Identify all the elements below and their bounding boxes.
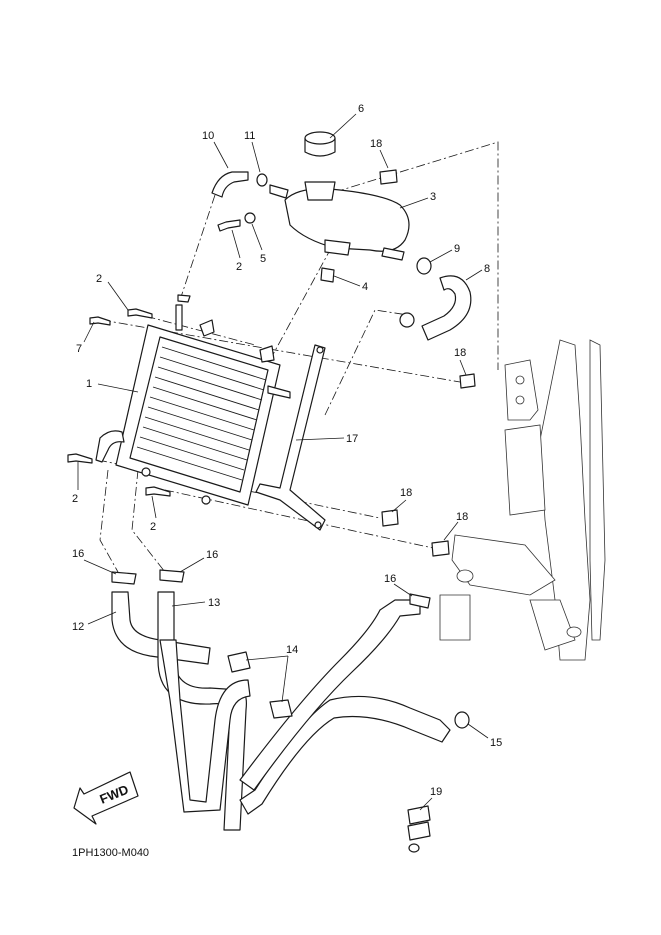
callout-8: 8 <box>484 263 490 275</box>
clamps <box>111 569 470 853</box>
hose-8 <box>421 275 472 341</box>
callout-18-mid: 18 <box>454 347 466 359</box>
callout-19: 19 <box>430 786 442 798</box>
diagram-code: 1PH1300-M040 <box>72 847 149 859</box>
callout-6: 6 <box>358 103 364 115</box>
leader-lines <box>77 113 489 811</box>
callout-17: 17 <box>346 433 358 445</box>
callout-14: 14 <box>286 644 298 656</box>
callout-5: 5 <box>260 253 266 265</box>
callout-2-lower: 2 <box>150 521 156 533</box>
callout-16-right: 16 <box>384 573 396 585</box>
frame-section <box>439 339 606 661</box>
callout-10: 10 <box>202 130 214 142</box>
callout-9: 9 <box>454 243 460 255</box>
callout-3: 3 <box>430 191 436 203</box>
reservoir-tank <box>269 181 410 261</box>
callout-18-lower: 18 <box>400 487 412 499</box>
bracket <box>255 344 326 531</box>
callout-7: 7 <box>76 343 82 355</box>
fwd-arrow: FWD <box>73 771 139 825</box>
callout-13: 13 <box>208 597 220 609</box>
callout-12: 12 <box>72 621 84 633</box>
small-parts <box>67 169 476 557</box>
callout-2-left: 2 <box>96 273 102 285</box>
callout-1: 1 <box>86 378 92 390</box>
callout-16-left: 16 <box>72 548 84 560</box>
hose-long <box>159 599 451 815</box>
reservoir-cap <box>304 131 336 157</box>
callout-15: 15 <box>490 737 502 749</box>
callout-18-bottom: 18 <box>456 511 468 523</box>
callout-2-lower-left: 2 <box>72 493 78 505</box>
callout-18-top: 18 <box>370 138 382 150</box>
callout-2-upper: 2 <box>236 261 242 273</box>
callout-11: 11 <box>244 130 255 142</box>
radiator <box>95 304 291 506</box>
callouts: 6 10 11 18 3 2 5 9 8 4 2 7 1 18 17 2 18 … <box>72 103 502 798</box>
hose-12 <box>111 591 211 665</box>
callout-16-mid: 16 <box>206 549 218 561</box>
callout-4: 4 <box>362 281 368 293</box>
